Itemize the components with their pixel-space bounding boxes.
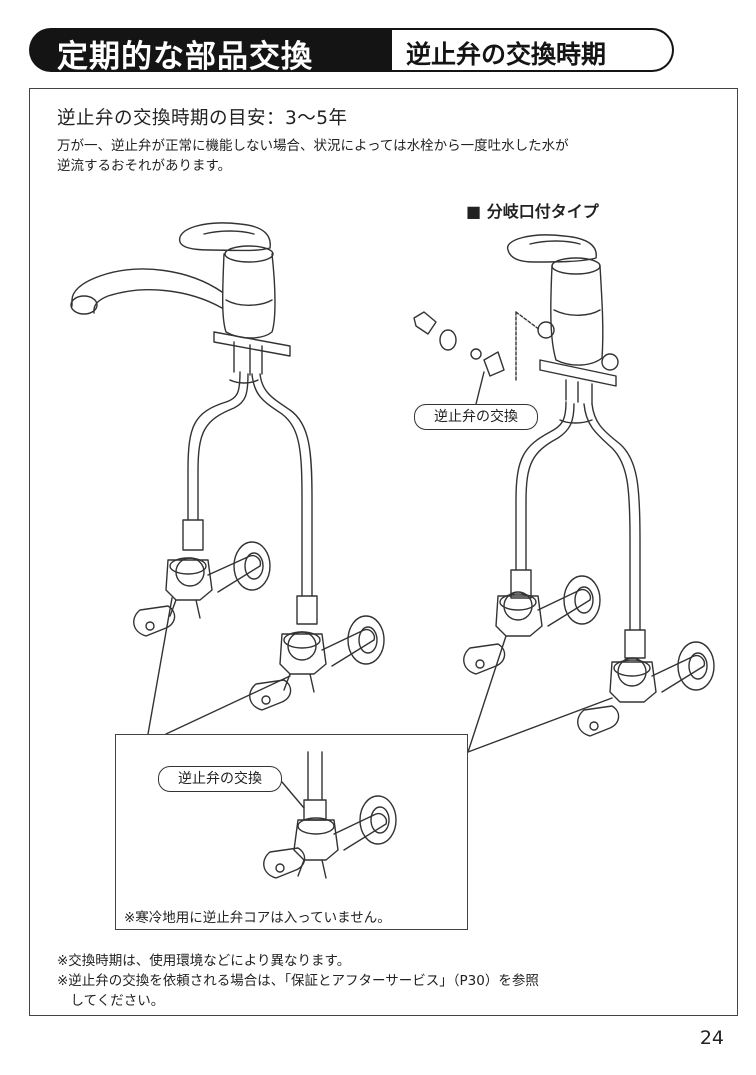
description: 万が一、逆止弁が正常に機能しない場合、状況によっては水栓から一度吐水した水が 逆… bbox=[57, 136, 569, 176]
right-faucet-drawing bbox=[413, 234, 715, 737]
page-subtitle: 逆止弁の交換時期 bbox=[406, 40, 607, 69]
inset-check-valve-callout: 逆止弁の交換 bbox=[158, 766, 282, 792]
left-faucet-drawing bbox=[70, 222, 385, 711]
replacement-period-heading: 逆止弁の交換時期の目安：3～5年 bbox=[57, 108, 348, 129]
subtitle-bar: 逆止弁の交換時期 bbox=[392, 28, 674, 72]
footnote: ※逆止弁の交換を依頼される場合は、「保証とアフターサービス」（P30）を参照 bbox=[57, 973, 539, 989]
branch-type-label: ■ 分岐口付タイプ bbox=[466, 202, 599, 221]
footnote: ※交換時期は、使用環境などにより異なります。 bbox=[57, 953, 351, 969]
description-line: 万が一、逆止弁が正常に機能しない場合、状況によっては水栓から一度吐水した水が bbox=[57, 138, 569, 154]
check-valve-callout: 逆止弁の交換 bbox=[414, 404, 538, 430]
section-title: 定期的な部品交換 bbox=[57, 39, 313, 75]
section-title-bar: 定期的な部品交換 bbox=[29, 28, 392, 75]
inset-valve-drawing bbox=[263, 751, 397, 879]
content-frame bbox=[29, 88, 738, 1016]
page-number: 24 bbox=[699, 1027, 724, 1049]
inset-detail-box bbox=[115, 734, 468, 930]
description-line: 逆流するおそれがあります。 bbox=[57, 158, 232, 174]
cold-region-note: ※寒冷地用に逆止弁コアは入っていません。 bbox=[124, 910, 391, 926]
footnote: してください。 bbox=[57, 993, 165, 1009]
